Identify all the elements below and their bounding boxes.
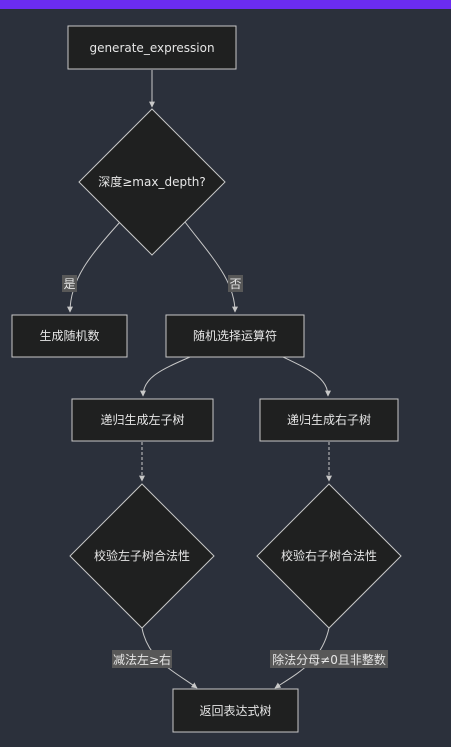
node-generate-left-subtree-label: 递归生成左子树: [100, 412, 184, 427]
edge-label-yes: 是: [62, 275, 77, 292]
node-generate-random-number[interactable]: 生成随机数: [11, 314, 128, 358]
decision-check-right-subtree[interactable]: 校验右子树合法性: [256, 483, 402, 629]
edge-label-yes-text: 是: [63, 277, 75, 291]
decision-check-left-subtree[interactable]: 校验左子树合法性: [69, 483, 215, 629]
edge-label-right-condition-text: 除法分母≠0且非整数: [272, 652, 386, 667]
edge-depth-to-leaf: [67, 221, 121, 313]
node-generate-right-subtree[interactable]: 递归生成右子树: [259, 398, 399, 442]
node-return-expression-tree-label: 返回表达式树: [199, 703, 271, 718]
edge-label-left-condition-text: 减法左≥右: [113, 652, 171, 667]
node-generate-expression[interactable]: generate_expression: [67, 25, 237, 70]
edge-chooseop-to-right: [282, 356, 331, 397]
node-choose-operator[interactable]: 随机选择运算符: [165, 314, 305, 358]
node-generate-left-subtree[interactable]: 递归生成左子树: [71, 398, 214, 442]
edge-label-no-text: 否: [229, 277, 241, 291]
node-generate-expression-label: generate_expression: [89, 41, 214, 55]
decision-check-right-subtree-label: 校验右子树合法性: [281, 548, 377, 563]
edges: [67, 70, 332, 689]
edge-label-left-condition: 减法左≥右: [112, 650, 172, 668]
node-generate-random-number-label: 生成随机数: [39, 328, 99, 343]
top-accent-bar: [0, 0, 451, 9]
decision-check-left-subtree-label: 校验左子树合法性: [94, 548, 190, 563]
decision-depth-check-label: 深度≥max_depth?: [98, 174, 206, 189]
node-generate-right-subtree-label: 递归生成右子树: [287, 412, 371, 427]
edge-label-right-condition: 除法分母≠0且非整数: [270, 650, 388, 668]
node-return-expression-tree[interactable]: 返回表达式树: [172, 688, 299, 733]
edge-label-no: 否: [228, 275, 243, 292]
edge-depth-to-chooseop: [184, 221, 238, 313]
decision-depth-check[interactable]: 深度≥max_depth?: [78, 108, 226, 256]
edge-chooseop-to-left: [140, 356, 191, 397]
node-choose-operator-label: 随机选择运算符: [193, 328, 277, 343]
